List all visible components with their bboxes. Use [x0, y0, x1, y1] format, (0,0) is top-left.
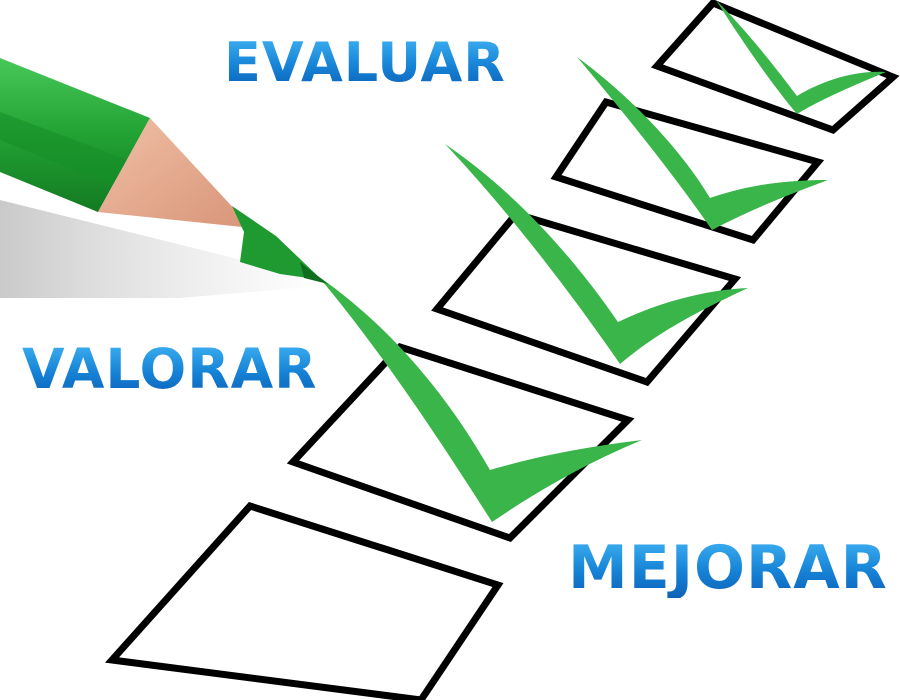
check-mark-3-icon	[445, 144, 748, 364]
pencil-icon	[0, 58, 328, 284]
check-mark-1-icon	[716, 0, 886, 114]
word-mejorar: MEJORAR	[568, 533, 888, 603]
word-evaluar: EVALUAR	[224, 31, 506, 94]
pencil-body-facet	[0, 112, 128, 186]
checkbox-1	[650, 0, 900, 135]
check-mark-2-icon	[577, 57, 828, 230]
checkbox-5	[104, 501, 504, 700]
check-mark-4-icon	[318, 276, 642, 522]
word-valorar: VALORAR	[22, 337, 318, 401]
pencil-tip	[232, 206, 322, 280]
pencil-shadow	[0, 200, 322, 298]
pencil-tip-point	[300, 262, 328, 284]
check-marks	[318, 0, 886, 522]
pencil-wood	[98, 118, 252, 228]
